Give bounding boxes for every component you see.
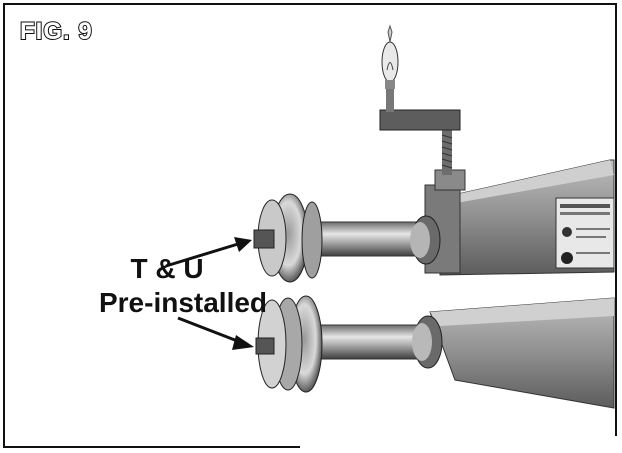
caption-line-1: T & U: [130, 253, 204, 284]
upper-shaft: [253, 193, 441, 283]
frame-gap: [300, 436, 622, 453]
arrow-icon: [177, 316, 254, 350]
arrow-icon: [165, 237, 252, 268]
figure-label: FIG. 9: [19, 17, 93, 46]
bulb-icon: [381, 24, 399, 89]
caption-line-2: Pre-installed: [98, 287, 268, 318]
lower-arm: [429, 297, 615, 409]
lower-shaft: [255, 295, 443, 393]
upper-arm: [379, 24, 615, 276]
